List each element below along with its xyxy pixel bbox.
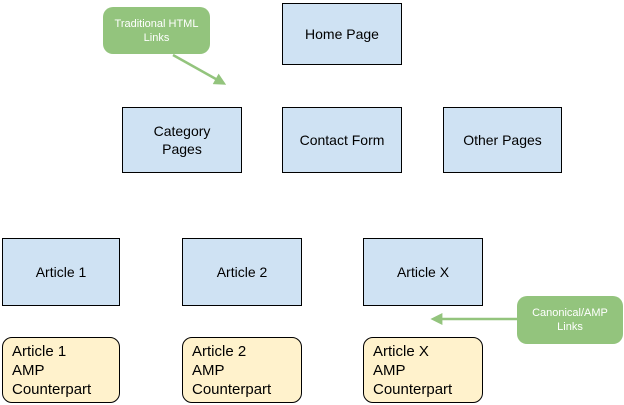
traditional-html-links-arrow: [172, 53, 227, 85]
node-label: Article 2: [216, 264, 268, 280]
node-label: Article 2 AMP Counterpart: [192, 342, 272, 398]
node-article-2-amp-counterpart: Article 2 AMP Counterpart: [182, 337, 302, 403]
callout-canonical-amp-links: Canonical/AMP Links: [517, 296, 623, 344]
node-label: Home Page: [305, 26, 379, 42]
node-label: Other Pages: [463, 132, 542, 148]
node-article-1: Article 1: [2, 238, 120, 306]
callout-traditional-html-links: Traditional HTML Links: [103, 7, 210, 54]
node-category-pages: Category Pages: [122, 107, 242, 173]
node-home-page: Home Page: [282, 3, 402, 65]
node-article-2: Article 2: [182, 238, 302, 306]
node-article-x-amp-counterpart: Article X AMP Counterpart: [363, 337, 483, 403]
node-label: Article 1: [35, 264, 87, 280]
node-other-pages: Other Pages: [443, 107, 562, 173]
node-label: Contact Form: [299, 132, 385, 148]
callout-label: Traditional HTML Links: [114, 17, 199, 44]
node-label: Article X AMP Counterpart: [373, 342, 453, 398]
callout-label: Canonical/AMP Links: [532, 307, 608, 333]
node-label: Article 1 AMP Counterpart: [12, 342, 92, 398]
node-label: Category Pages: [153, 123, 211, 157]
node-article-1-amp-counterpart: Article 1 AMP Counterpart: [2, 337, 120, 403]
node-label: Article X: [396, 264, 450, 280]
node-contact-form: Contact Form: [282, 107, 402, 173]
node-article-x: Article X: [363, 238, 483, 306]
